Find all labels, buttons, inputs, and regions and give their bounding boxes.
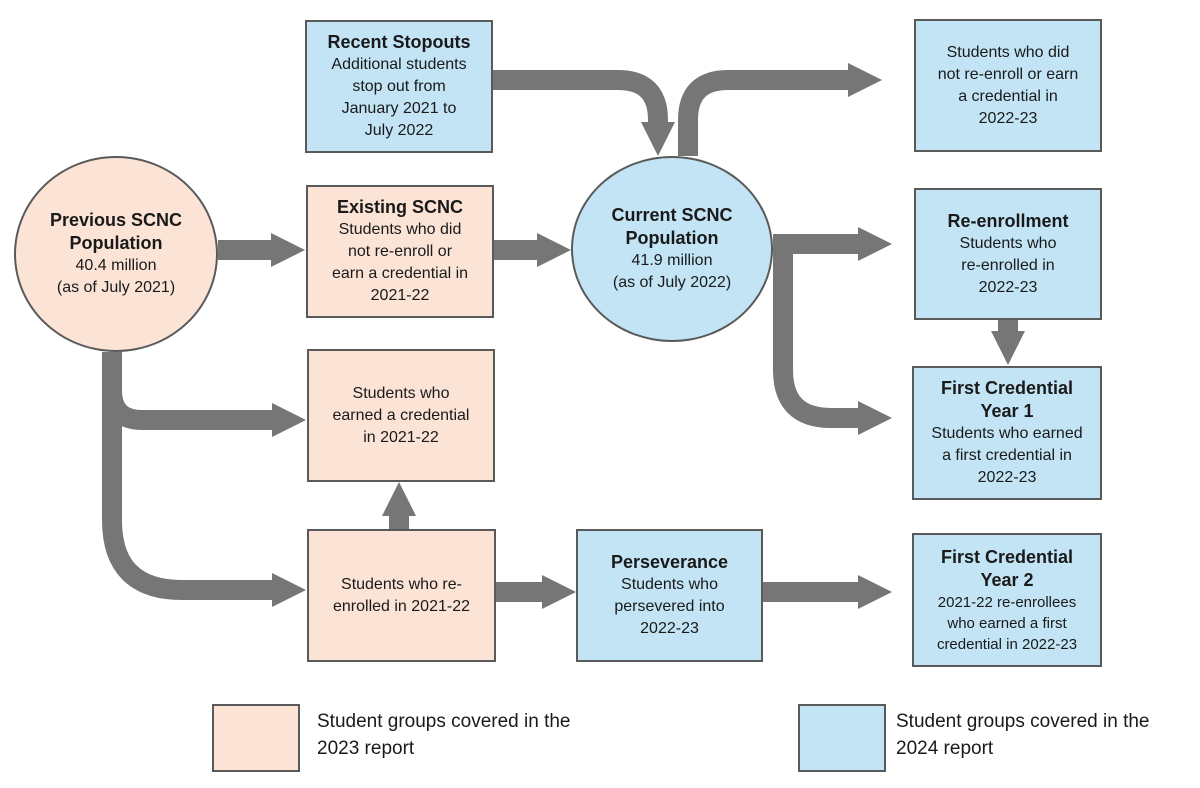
- earned-credential-line: earned a credential: [332, 406, 470, 424]
- first-credential-y2-line: credential in 2022-23: [936, 635, 1078, 653]
- legend-label-2024: Student groups covered in the 2024 repor…: [896, 708, 1150, 762]
- first-credential-y2-line: 2021-22 re-enrollees: [937, 593, 1077, 611]
- not-reenroll-line: a credential in: [958, 87, 1058, 105]
- perseverance-title: Perseverance: [610, 552, 729, 572]
- arrow-current-to-first-credential-y1: [773, 244, 892, 435]
- perseverance-line: 2022-23: [640, 620, 699, 637]
- current-scnc-line: (as of July 2022): [612, 274, 732, 291]
- first-credential-year-2-box: First Credential Year 2 2021-22 re-enrol…: [912, 533, 1102, 667]
- previous-scnc-line: 40.4 million: [75, 257, 157, 274]
- existing-scnc-line: earn a credential in: [331, 265, 469, 282]
- recent-stopouts-line: July 2022: [364, 122, 434, 139]
- first-credential-y2-title: Year 2: [980, 569, 1034, 590]
- previous-scnc-line: (as of July 2021): [56, 279, 176, 296]
- recent-stopouts-title: Recent Stopouts: [327, 32, 471, 52]
- current-scnc-line: 41.9 million: [631, 252, 713, 269]
- reenrollment-line: Students who: [959, 234, 1057, 252]
- existing-scnc-box: Existing SCNC Students who did not re-en…: [306, 185, 494, 318]
- not-reenroll-line: not re-enroll or earn: [937, 65, 1079, 83]
- existing-scnc-line: not re-enroll or: [347, 243, 453, 260]
- not-reenroll-line: 2022-23: [978, 109, 1038, 127]
- previous-scnc-title: Population: [69, 233, 163, 253]
- earned-credential-2021-22-box: Students who earned a credential in 2021…: [307, 349, 495, 482]
- arrow-stopouts-to-current: [492, 70, 675, 156]
- existing-scnc-line: Students who did: [338, 221, 462, 238]
- legend-2023-line: Student groups covered in the: [317, 711, 571, 732]
- legend-2023-line: 2023 report: [317, 738, 415, 759]
- previous-scnc-title: Previous SCNC: [49, 210, 183, 230]
- first-credential-y1-title: Year 1: [980, 401, 1034, 421]
- reenrolled-2021-22-line: enrolled in 2021-22: [333, 597, 470, 615]
- first-credential-y1-title: First Credential: [940, 378, 1074, 398]
- not-reenroll-2022-23-box: Students who did not re-enroll or earn a…: [914, 19, 1102, 152]
- recent-stopouts-line: stop out from: [352, 78, 446, 95]
- arrow-previous-to-reenrolled: [102, 352, 306, 607]
- recent-stopouts-line: January 2021 to: [341, 100, 457, 117]
- reenrollment-line: 2022-23: [978, 278, 1038, 296]
- existing-scnc-line: 2021-22: [370, 287, 430, 304]
- reenrollment-box: Re-enrollment Students who re-enrolled i…: [914, 188, 1102, 320]
- reenrolled-2021-22-line: Students who re-: [341, 575, 462, 593]
- existing-scnc-title: Existing SCNC: [336, 197, 464, 217]
- first-credential-y2-line: who earned a first: [947, 614, 1067, 632]
- perseverance-box: Perseverance Students who persevered int…: [576, 529, 763, 662]
- reenrollment-title: Re-enrollment: [947, 210, 1069, 231]
- legend-label-2023: Student groups covered in the 2023 repor…: [317, 708, 571, 762]
- perseverance-line: Students who: [621, 576, 718, 593]
- arrow-previous-to-earned-credential: [102, 352, 306, 437]
- first-credential-y1-line: a first credential in: [942, 447, 1072, 464]
- first-credential-y1-line: Students who earned: [931, 425, 1083, 442]
- previous-scnc-population-circle: Previous SCNC Population 40.4 million (a…: [14, 156, 218, 352]
- arrow-current-to-not-reenroll: [678, 63, 882, 156]
- recent-stopouts-box: Recent Stopouts Additional students stop…: [305, 20, 493, 153]
- current-scnc-title: Population: [625, 228, 719, 248]
- current-scnc-population-circle: Current SCNC Population 41.9 million (as…: [571, 156, 773, 342]
- current-scnc-title: Current SCNC: [611, 205, 733, 225]
- legend-2024-line: 2024 report: [896, 738, 994, 759]
- recent-stopouts-line: Additional students: [331, 56, 467, 73]
- earned-credential-line: in 2021-22: [363, 428, 439, 446]
- reenrollment-line: re-enrolled in: [961, 256, 1055, 274]
- earned-credential-line: Students who: [352, 384, 450, 402]
- legend-2024-line: Student groups covered in the: [896, 711, 1150, 732]
- first-credential-y1-line: 2022-23: [977, 469, 1037, 486]
- first-credential-y2-title: First Credential: [940, 546, 1074, 567]
- first-credential-year-1-box: First Credential Year 1 Students who ear…: [912, 366, 1102, 500]
- not-reenroll-line: Students who did: [946, 43, 1070, 61]
- legend-swatch-2024: [798, 704, 886, 772]
- perseverance-line: persevered into: [614, 598, 725, 615]
- reenrolled-2021-22-box: Students who re- enrolled in 2021-22: [307, 529, 496, 662]
- legend-swatch-2023: [212, 704, 300, 772]
